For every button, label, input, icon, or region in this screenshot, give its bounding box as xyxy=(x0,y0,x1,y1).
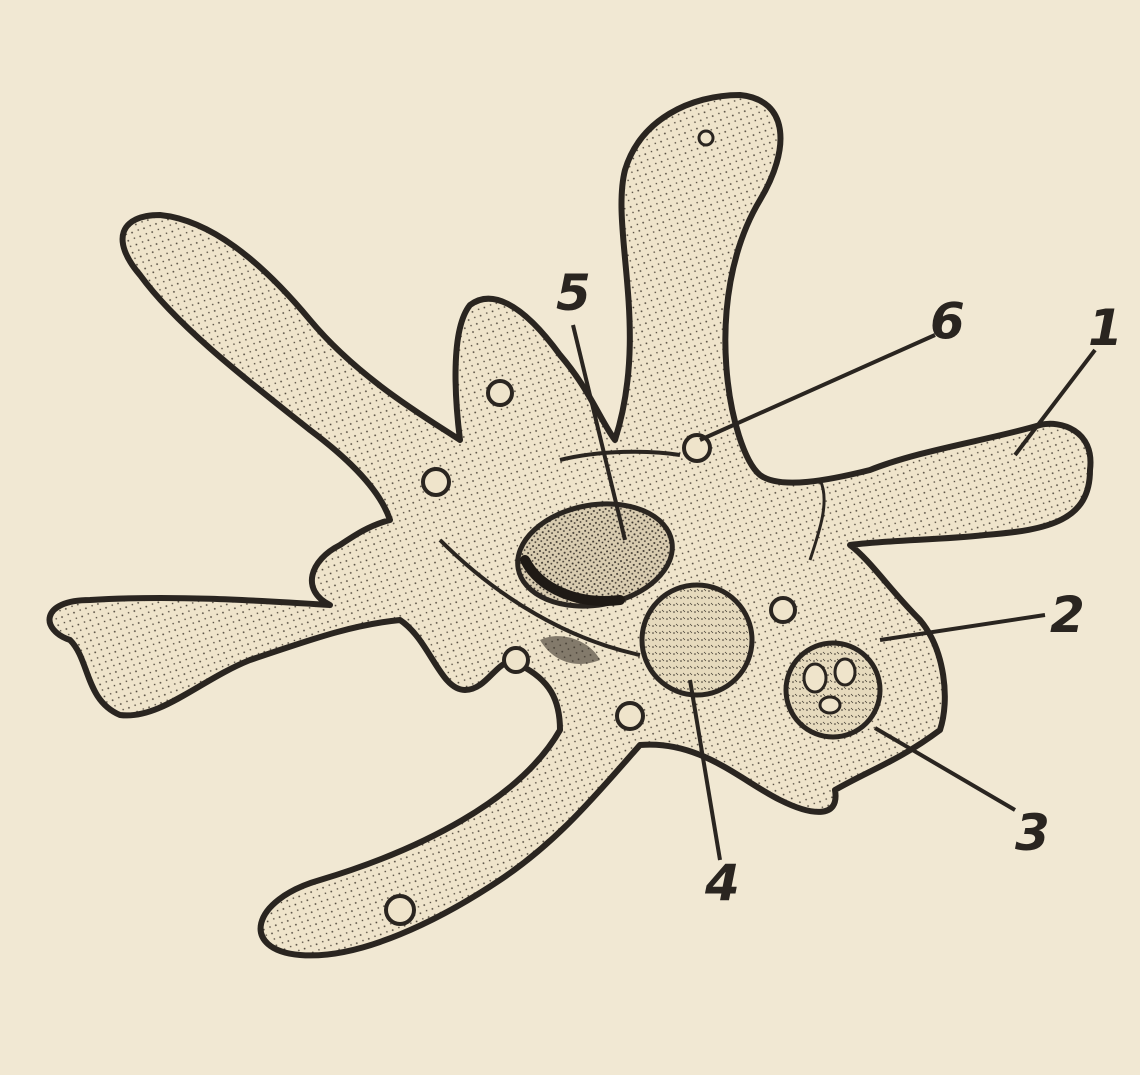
label-5: 5 xyxy=(556,264,591,322)
leader-line-3 xyxy=(875,728,1015,810)
digestive-vacuole xyxy=(642,585,752,695)
small-vacuole xyxy=(488,381,512,405)
label-1: 1 xyxy=(1088,299,1123,357)
food-vacuole xyxy=(786,643,880,737)
small-vacuole xyxy=(386,896,414,924)
label-2: 2 xyxy=(1050,586,1085,644)
label-3: 3 xyxy=(1015,804,1050,862)
food-particle xyxy=(820,697,840,713)
small-vacuole xyxy=(504,648,528,672)
food-particle xyxy=(804,664,826,692)
food-particle xyxy=(835,659,855,685)
small-vacuole xyxy=(423,469,449,495)
label-6: 6 xyxy=(930,292,965,350)
small-vacuole xyxy=(771,598,795,622)
small-vacuole xyxy=(699,131,713,145)
leader-line-6 xyxy=(700,335,935,440)
label-4: 4 xyxy=(704,854,740,912)
small-vacuole xyxy=(617,703,643,729)
